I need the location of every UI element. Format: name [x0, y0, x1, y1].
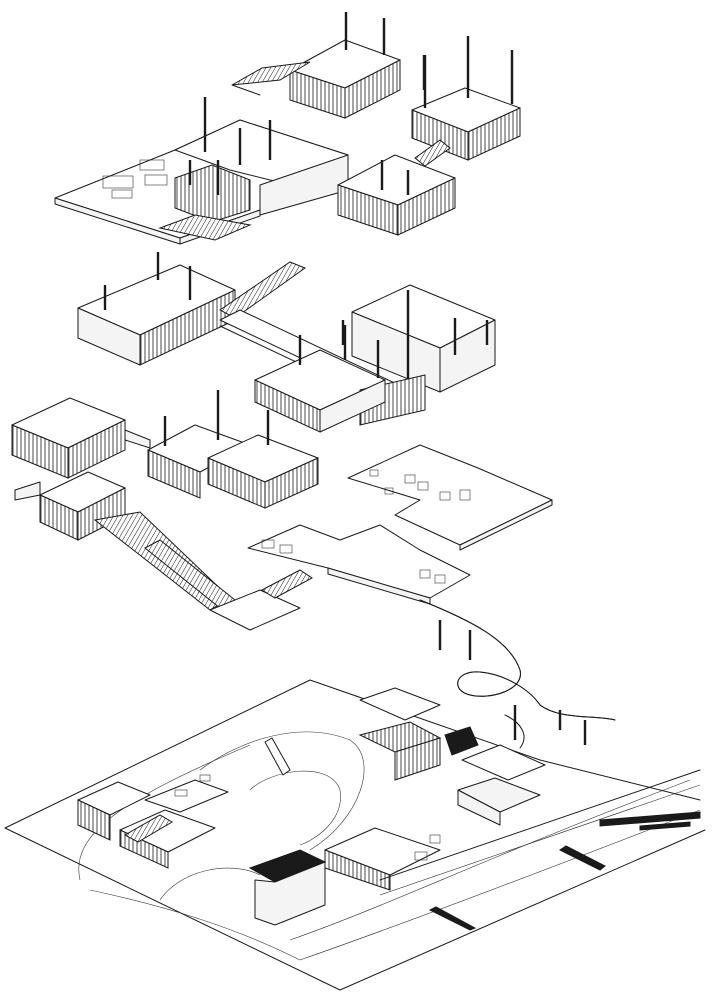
plaza-level	[247, 444, 616, 749]
left-pavilion-box	[11, 397, 151, 479]
pavilion-level	[11, 390, 319, 631]
upper-level	[77, 252, 496, 433]
sloped-roof-block	[341, 284, 496, 393]
escalator-ramp	[93, 511, 301, 631]
site-boundary	[4, 679, 706, 991]
roof-level	[54, 12, 521, 245]
right-plaza-slab	[347, 444, 553, 551]
site-level	[4, 679, 706, 991]
main-roof-slab	[54, 97, 349, 245]
right-pavilion	[411, 36, 521, 167]
center-pavilion	[337, 154, 456, 236]
spiral-ramp	[419, 599, 616, 749]
site-building-right	[457, 744, 546, 826]
site-bus	[264, 737, 291, 776]
left-long-block	[77, 252, 307, 366]
middle-box	[254, 325, 426, 433]
site-rail-track	[379, 769, 701, 931]
site-building-left	[77, 774, 229, 869]
site-building-center	[248, 827, 441, 926]
lower-left-pavilion	[14, 471, 126, 541]
twin-pavilions	[147, 390, 319, 509]
central-plaza-slab	[247, 524, 471, 605]
top-pavilion	[231, 12, 426, 119]
site-building-top	[358, 687, 479, 781]
